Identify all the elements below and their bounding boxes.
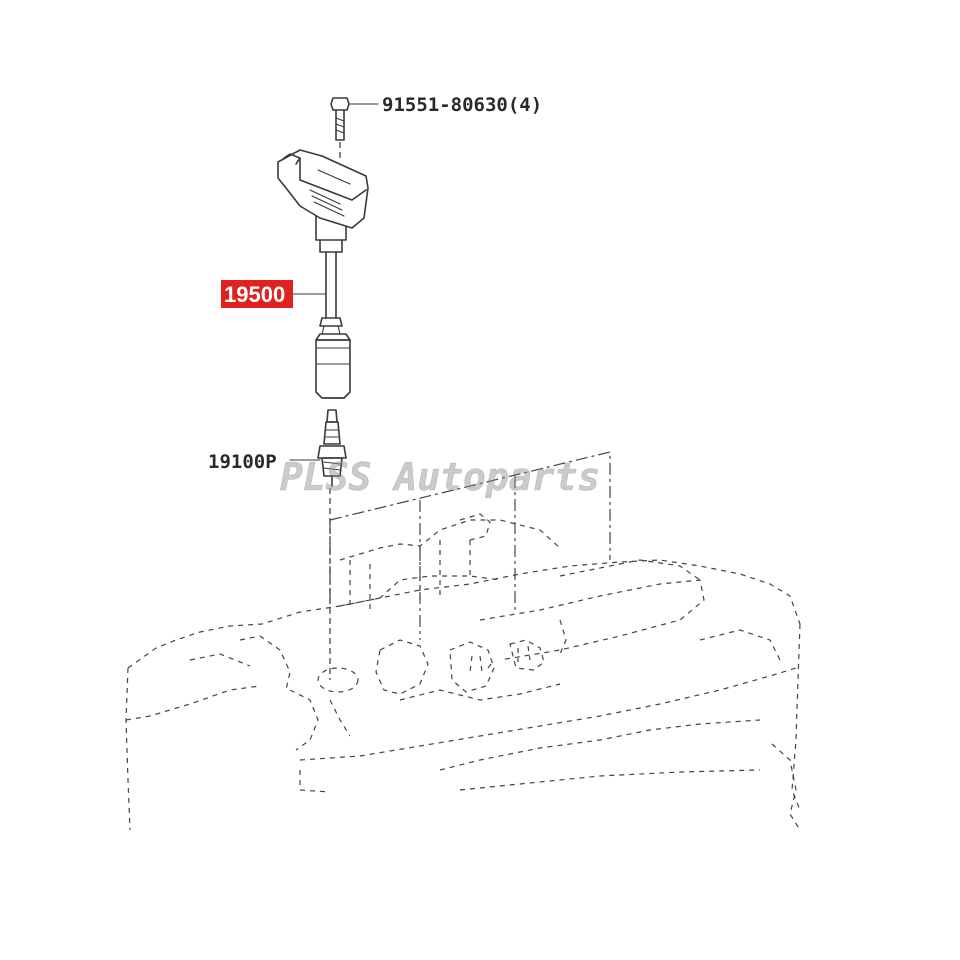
bolt-part-number: 91551-80630(4) — [382, 94, 542, 116]
spark-plug-drawing — [289, 409, 347, 487]
bolt-drawing — [330, 97, 379, 162]
ignition-coil-drawing — [277, 149, 369, 399]
engine-cylinder-head-drawing — [125, 513, 801, 831]
spark-plug-part-number: 19100P — [208, 451, 277, 473]
ignition-coil-label: 19500 — [221, 280, 293, 308]
watermark-text: PLSS Autoparts — [280, 455, 600, 499]
ignition-coil-part-number: 19500 — [224, 282, 285, 307]
highlight-box — [221, 280, 293, 308]
